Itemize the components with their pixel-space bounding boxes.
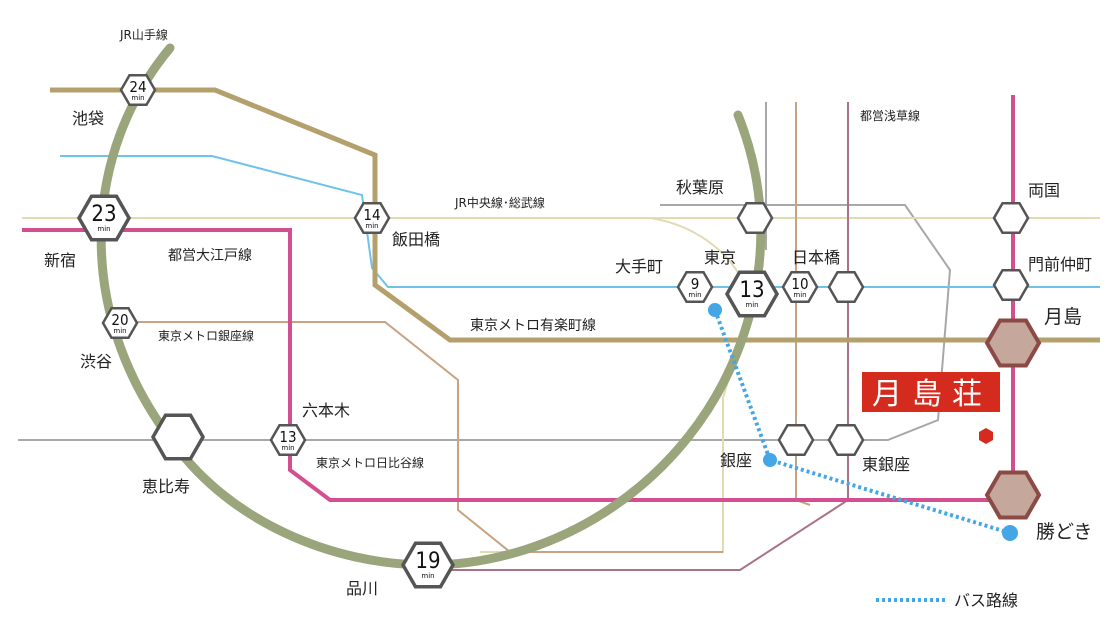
station-akihabara: 秋葉原: [676, 178, 724, 197]
station-ginza: 銀座: [720, 451, 752, 470]
hex-ebisu: [150, 413, 206, 461]
brand-name: 月島荘: [872, 377, 992, 412]
hex-nihonbashi: [781, 271, 819, 303]
hex-kachidoki: [984, 470, 1042, 520]
time-unit-iidabashi: min: [365, 222, 378, 230]
label-chuo: JR中央線･総武線: [454, 195, 545, 210]
station-shibuya: 渋谷: [80, 352, 112, 371]
time-roppongi: 13: [279, 428, 296, 446]
station-nihonbashi: 日本橋: [792, 248, 840, 267]
hex-akihabara: [736, 202, 774, 234]
hex-shibuya: [101, 307, 139, 339]
time-unit-tokyo: min: [745, 301, 758, 309]
station-ikebukuro: 池袋: [72, 109, 104, 128]
time-unit-shinagawa: min: [421, 572, 434, 580]
time-unit-otemachi: min: [688, 291, 701, 299]
station-monzennakacho: 門前仲町: [1028, 255, 1092, 274]
time-unit-roppongi: min: [281, 444, 294, 452]
label-hibiya: 東京メトロ日比谷線: [316, 455, 424, 470]
time-unit-nihonbashi: min: [793, 291, 806, 299]
station-shinagawa: 品川: [346, 579, 378, 598]
station-iidabashi: 飯田橋: [392, 230, 440, 249]
station-tokyo: 東京: [704, 248, 736, 267]
yurakucho-line: [50, 87, 1100, 343]
hex-shinjuku: [76, 194, 132, 242]
legend-bus-label: バス路線: [954, 591, 1018, 610]
label-yamanote: JR山手線: [119, 27, 168, 42]
bus-stop-ginza: [763, 453, 777, 467]
label-asakusa: 都営浅草線: [860, 108, 920, 123]
time-tokyo: 13: [739, 278, 764, 303]
time-unit-ikebukuro: min: [131, 94, 144, 102]
time-shinjuku: 23: [91, 202, 116, 227]
hex-kayabacho: [827, 271, 865, 303]
hex-ryogoku: [992, 202, 1030, 234]
hex-ikebukuro: [119, 74, 157, 106]
station-ryogoku: 両国: [1028, 181, 1060, 200]
time-ikebukuro: 24: [129, 78, 146, 96]
station-kachidoki: 勝どき: [1036, 521, 1092, 543]
label-oedo: 都営大江戸線: [168, 248, 252, 264]
time-otemachi: 9: [691, 275, 700, 293]
hex-tsukishima: [984, 318, 1042, 368]
time-unit-shibuya: min: [113, 327, 126, 335]
time-iidabashi: 14: [363, 206, 380, 224]
hex-tokyo: [724, 270, 780, 318]
oedo-line: [22, 228, 1013, 502]
hex-ginza-hx: [777, 424, 815, 456]
brand-sign: 月島荘: [862, 372, 1000, 444]
time-shibuya: 20: [111, 311, 128, 329]
hex-shinagawa: [400, 541, 456, 589]
station-higashiginza: 東銀座: [862, 455, 910, 474]
hex-otemachi: [676, 271, 714, 303]
station-ebisu: 恵比寿: [142, 477, 190, 496]
hex-monzennakacho: [992, 269, 1030, 301]
hex-roppongi: [269, 424, 307, 456]
bus-stop-otemachi: [708, 303, 722, 317]
hex-iidabashi: [353, 202, 391, 234]
station-roppongi: 六本木: [302, 401, 350, 420]
tozai-line: [60, 155, 1100, 288]
label-ginza: 東京メトロ銀座線: [158, 328, 254, 343]
station-tsukishima: 月島: [1044, 306, 1082, 328]
station-shinjuku: 新宿: [44, 251, 76, 270]
time-unit-shinjuku: min: [97, 225, 110, 233]
yamanote-line: [96, 43, 766, 570]
legend: バス路線: [876, 591, 1018, 610]
bus-stop-kachidoki: [1002, 525, 1018, 541]
time-nihonbashi: 10: [791, 275, 808, 293]
time-shinagawa: 19: [415, 549, 440, 574]
station-otemachi: 大手町: [615, 257, 663, 276]
hex-higashiginza: [827, 424, 865, 456]
ginza-line: [118, 321, 723, 553]
label-yurakucho: 東京メトロ有楽町線: [470, 318, 596, 334]
location-marker: [979, 428, 993, 444]
